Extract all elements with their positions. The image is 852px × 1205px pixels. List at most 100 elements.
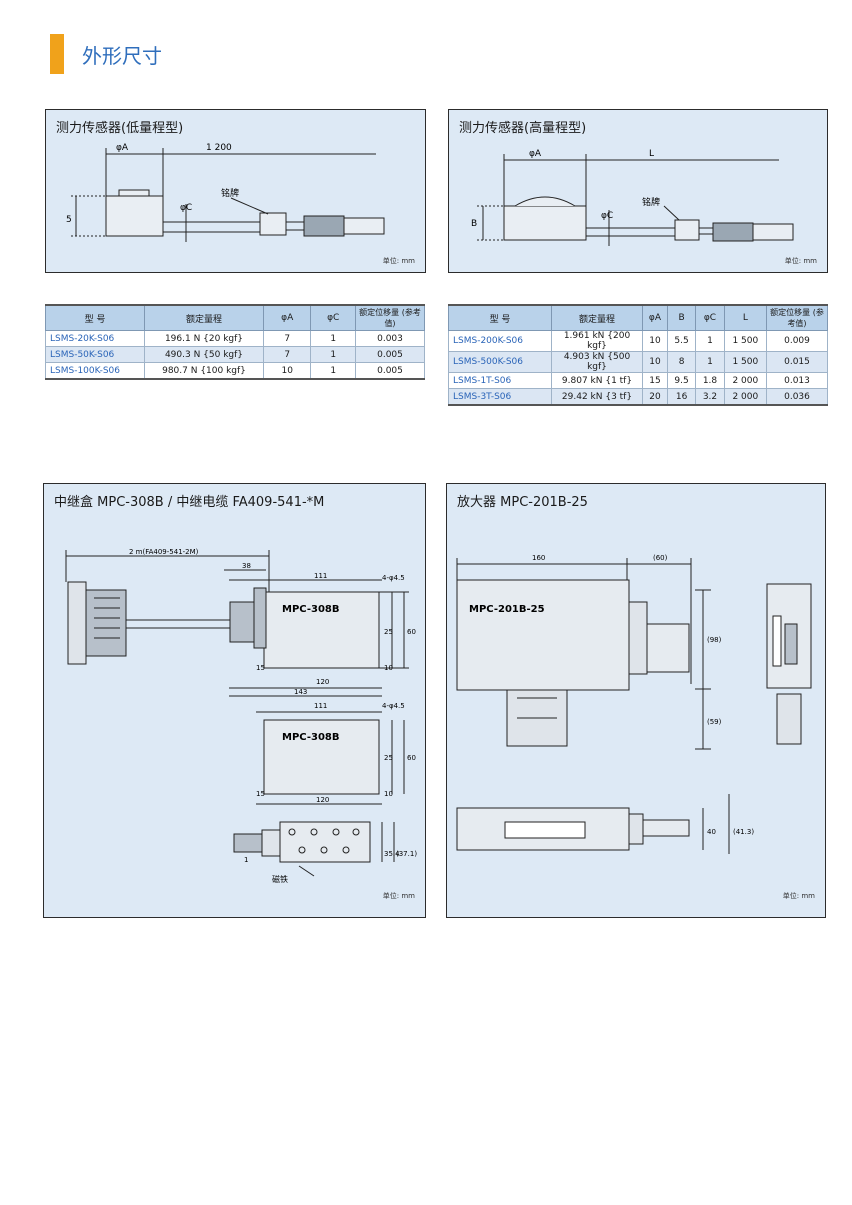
dim-10: 10 bbox=[384, 664, 393, 672]
dim-371: (37.1) bbox=[396, 850, 417, 858]
title-accent-bar bbox=[50, 34, 64, 74]
panel-title: 放大器 MPC-201B-25 bbox=[457, 495, 588, 510]
dim-60: (60) bbox=[653, 554, 668, 562]
table-row: LSMS-50K-S06 490.3 N {50 kgf} 7 1 0.005 bbox=[45, 346, 425, 363]
drawing-relay-box: 2 m(FA409-541-2M) 38 111 4-φ4.5 MPC-308B… bbox=[65, 548, 417, 884]
drawing-low-range: φA 1 200 φC 铭牌 5 bbox=[66, 143, 385, 242]
nameplate-label: 铭牌 bbox=[642, 196, 660, 208]
dim-25b: 25 bbox=[384, 754, 393, 762]
table-row: LSMS-20K-S06 196.1 N {20 kgf} 7 1 0.003 bbox=[45, 330, 425, 347]
dim-height: B bbox=[471, 219, 477, 229]
col-phiA: φA bbox=[642, 304, 668, 331]
cell-L: 2 000 bbox=[723, 388, 768, 406]
dim-height: 5 bbox=[66, 215, 72, 225]
cell-phiA: 10 bbox=[642, 351, 668, 373]
box-model: MPC-308B bbox=[282, 604, 340, 615]
dim-160: 160 bbox=[532, 554, 545, 562]
cell-displacement: 0.005 bbox=[355, 346, 425, 363]
dim-hole2: 4-φ4.5 bbox=[382, 702, 405, 710]
dim-length: L bbox=[649, 149, 654, 159]
dim-413: (41.3) bbox=[733, 828, 754, 836]
dim-phiC: φC bbox=[601, 211, 613, 221]
dim-15: 15 bbox=[256, 664, 265, 672]
cell-phiC: 1 bbox=[310, 362, 356, 380]
cell-range: 1.961 kN {200 kgf} bbox=[551, 330, 643, 352]
panel-title: 中继盒 MPC-308B / 中继电缆 FA409-541-*M bbox=[54, 495, 325, 510]
cell-range: 980.7 N {100 kgf} bbox=[144, 362, 264, 380]
col-displacement: 额定位移量 (参考值) bbox=[355, 304, 425, 331]
dim-25: 25 bbox=[384, 628, 393, 636]
spec-table-low: 型 号 额定量程 φA φC 额定位移量 (参考值) LSMS-20K-S06 … bbox=[45, 304, 425, 380]
cell-range: 9.807 kN {1 tf} bbox=[551, 372, 643, 389]
cell-phiC: 3.2 bbox=[695, 388, 725, 406]
cell-L: 1 500 bbox=[723, 351, 768, 373]
dim-60b: 60 bbox=[407, 754, 416, 762]
cell-L: 1 500 bbox=[723, 330, 768, 352]
col-range: 额定量程 bbox=[144, 304, 264, 331]
cell-model: LSMS-50K-S06 bbox=[45, 346, 145, 363]
unit-label: 单位: mm bbox=[784, 257, 817, 265]
col-phiA: φA bbox=[262, 304, 312, 331]
unit-label: 单位: mm bbox=[382, 257, 415, 265]
amp-model: MPC-201B-25 bbox=[469, 604, 545, 615]
cell-model: LSMS-100K-S06 bbox=[45, 362, 145, 380]
table-row: LSMS-3T-S06 29.42 kN {3 tf} 20 16 3.2 2 … bbox=[448, 388, 828, 406]
col-B: B bbox=[666, 304, 697, 331]
cell-B: 8 bbox=[666, 351, 697, 373]
nameplate-label: 铭牌 bbox=[221, 187, 239, 199]
dim-111b: 111 bbox=[314, 702, 327, 710]
col-model: 型 号 bbox=[448, 304, 552, 331]
cell-phiC: 1 bbox=[310, 346, 356, 363]
magnet-label: 磁铁 bbox=[272, 874, 288, 884]
col-model: 型 号 bbox=[45, 304, 145, 331]
cell-model: LSMS-200K-S06 bbox=[448, 330, 552, 352]
cell-phiC: 1 bbox=[695, 330, 725, 352]
dim-354: 35.4 bbox=[384, 850, 400, 858]
cell-phiA: 7 bbox=[262, 346, 312, 363]
cell-phiA: 10 bbox=[262, 362, 312, 380]
dim-120: 120 bbox=[316, 678, 329, 686]
dim-hole: 4-φ4.5 bbox=[382, 574, 405, 582]
table-header-row: 型 号 额定量程 φA φC 额定位移量 (参考值) bbox=[45, 304, 425, 331]
col-phiC: φC bbox=[310, 304, 356, 331]
drawing-high-range: φA L φC 铭牌 B bbox=[471, 149, 794, 246]
box-model-2: MPC-308B bbox=[282, 732, 340, 743]
cell-model: LSMS-3T-S06 bbox=[448, 388, 552, 406]
table-row: LSMS-500K-S06 4.903 kN {500 kgf} 10 8 1 … bbox=[448, 351, 828, 373]
table-row: LSMS-100K-S06 980.7 N {100 kgf} 10 1 0.0… bbox=[45, 362, 425, 380]
dim-59: (59) bbox=[707, 718, 722, 726]
dim-143: 143 bbox=[294, 688, 307, 696]
panel-title: 测力传感器(低量程型) bbox=[56, 121, 184, 136]
unit-label: 单位: mm bbox=[782, 892, 815, 900]
dim-length: 1 200 bbox=[206, 143, 232, 153]
cell-phiC: 1.8 bbox=[695, 372, 725, 389]
col-phiC: φC bbox=[695, 304, 725, 331]
dim-phiC: φC bbox=[180, 203, 192, 213]
panel-title: 测力传感器(高量程型) bbox=[459, 121, 587, 136]
panel-amplifier: 放大器 MPC-201B-25 bbox=[446, 483, 826, 918]
cell-range: 490.3 N {50 kgf} bbox=[144, 346, 264, 363]
col-range: 额定量程 bbox=[551, 304, 643, 331]
dim-120b: 120 bbox=[316, 796, 329, 804]
cell-model: LSMS-20K-S06 bbox=[45, 330, 145, 347]
cell-B: 5.5 bbox=[666, 330, 697, 352]
drawing-amplifier: 160 (60) MPC-201B-25 (98) (59) 40 (41.3) bbox=[456, 554, 812, 854]
cell-phiA: 15 bbox=[642, 372, 668, 389]
cell-displacement: 0.005 bbox=[355, 362, 425, 380]
dim-1: 1 bbox=[244, 856, 248, 864]
cell-B: 16 bbox=[666, 388, 697, 406]
cell-displacement: 0.009 bbox=[766, 330, 828, 352]
cell-B: 9.5 bbox=[666, 372, 697, 389]
dim-98: (98) bbox=[707, 636, 722, 644]
cell-L: 2 000 bbox=[723, 372, 768, 389]
dim-cable: 2 m(FA409-541-2M) bbox=[129, 548, 199, 556]
dim-15b: 15 bbox=[256, 790, 265, 798]
panel-low-range: 测力传感器(低量程型) φA 1 200 bbox=[45, 109, 426, 273]
page-title: 外形尺寸 bbox=[82, 44, 162, 68]
dim-60: 60 bbox=[407, 628, 416, 636]
dim-38: 38 bbox=[242, 562, 251, 570]
cell-range: 4.903 kN {500 kgf} bbox=[551, 351, 643, 373]
table-row: LSMS-200K-S06 1.961 kN {200 kgf} 10 5.5 … bbox=[448, 330, 828, 352]
dim-phiA: φA bbox=[116, 143, 129, 153]
panel-relay-box: 中继盒 MPC-308B / 中继电缆 FA409-541-*M bbox=[43, 483, 426, 918]
